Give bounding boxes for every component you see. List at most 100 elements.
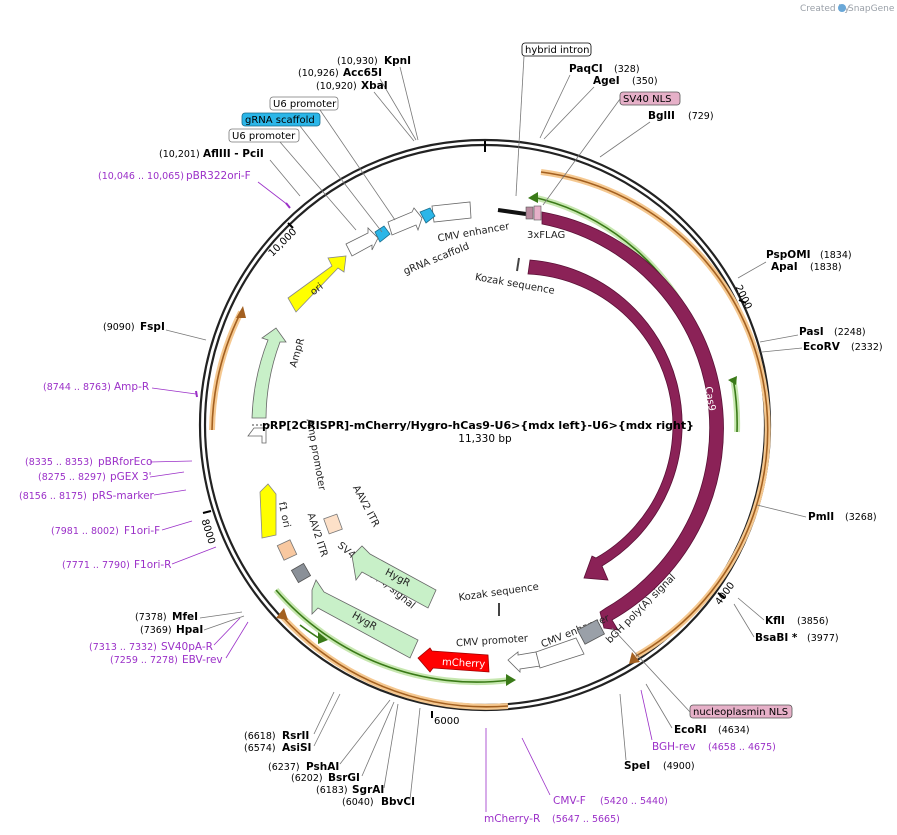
orf-arrow-head <box>236 306 246 318</box>
enzyme-label[interactable]: PaqCI (328) <box>569 63 640 75</box>
hygr-inner-arrow[interactable] <box>351 545 437 609</box>
primer-label[interactable]: (7981 .. 8002) F1ori-F <box>51 525 160 537</box>
svg-text:(5420 .. 5440): (5420 .. 5440) <box>600 796 668 807</box>
svg-text:(8275 .. 8297): (8275 .. 8297) <box>38 472 106 483</box>
enzyme-label[interactable]: (7369) HpaI <box>140 624 203 636</box>
primer-label[interactable]: (7259 .. 7278) EBV-rev <box>110 654 223 666</box>
primer-label[interactable]: (8744 .. 8763) Amp-R <box>43 381 149 393</box>
enzyme-label[interactable]: (10,920) XbaI <box>316 80 388 92</box>
grna-scaffold-arrow[interactable] <box>374 225 391 243</box>
svg-text:(6574): (6574) <box>244 743 276 754</box>
enzyme-label[interactable]: BglII (729) <box>648 110 714 122</box>
svg-text:mCherry-R: mCherry-R <box>484 813 540 825</box>
svg-text:PshAI: PshAI <box>306 761 339 773</box>
enzyme-label[interactable]: (10,926) Acc65I <box>298 67 382 79</box>
sv40-nls-segment <box>525 206 534 220</box>
svg-text:(7981 .. 8002): (7981 .. 8002) <box>51 526 119 537</box>
leader-line <box>619 693 627 761</box>
boxed-label-sv40-nls[interactable]: SV40 NLS <box>619 91 681 106</box>
svg-text:(10,920): (10,920) <box>316 81 357 92</box>
svg-text:(8156 .. 8175): (8156 .. 8175) <box>19 491 87 502</box>
leader-line <box>759 334 799 343</box>
enzyme-label[interactable]: (6183) SgrAI <box>316 784 384 796</box>
svg-text:(4658 .. 4675): (4658 .. 4675) <box>708 742 776 753</box>
enzyme-label[interactable]: ApaI (1838) <box>771 261 842 273</box>
primer-label[interactable]: CMV-F (5420 .. 5440) <box>553 795 668 807</box>
enzyme-label[interactable]: BsaBI * (3977) <box>755 632 839 644</box>
grna-scaffold-arrow[interactable] <box>419 207 436 224</box>
svg-text:(1834): (1834) <box>820 250 852 261</box>
primer-label[interactable]: (7771 .. 7790) F1ori-R <box>62 559 171 571</box>
cas9-outer-arrow[interactable] <box>541 211 724 631</box>
primer-label[interactable]: BGH-rev (4658 .. 4675) <box>652 741 776 753</box>
cmv-enhancer-box[interactable] <box>535 637 585 669</box>
amp-promoter-arrow[interactable] <box>247 427 267 444</box>
credit-text: Created by <box>800 4 850 14</box>
leader-line <box>542 98 621 206</box>
enzyme-label[interactable]: (6202) BsrGI <box>291 772 360 784</box>
enzyme-label[interactable]: KflI (3856) <box>765 615 829 627</box>
svg-text:EcoRI: EcoRI <box>674 724 707 736</box>
ori-arrow[interactable] <box>287 255 347 313</box>
primer-label[interactable]: (8156 .. 8175) pRS-marker <box>19 490 155 502</box>
cas9-inner-arrow[interactable] <box>527 259 683 581</box>
mcherry-arrow[interactable] <box>417 647 490 673</box>
f1-ori-arrow[interactable] <box>259 483 277 539</box>
enzyme-label[interactable]: (6618) RsrII <box>244 730 309 742</box>
cmv-promoter-arrow[interactable] <box>507 651 541 673</box>
aav2-itr-box[interactable] <box>276 539 298 561</box>
svg-text:(10,930): (10,930) <box>337 56 378 67</box>
enzyme-label[interactable]: EcoRI (4634) <box>674 724 750 736</box>
enzyme-label[interactable]: (6237) PshAI <box>268 761 339 773</box>
enzyme-label[interactable]: (6574) AsiSI <box>244 742 311 754</box>
primer-label[interactable]: (10,046 .. 10,065) pBR322ori-F <box>98 170 251 182</box>
enzyme-label[interactable]: AgeI (350) <box>593 75 658 87</box>
primer-label[interactable]: (8335 .. 8353) pBRforEco <box>25 456 152 468</box>
enzyme-label[interactable]: PspOMI (1834) <box>766 249 852 261</box>
svg-text:(7771 .. 7790): (7771 .. 7790) <box>62 560 130 571</box>
svg-text:RsrII: RsrII <box>282 730 309 742</box>
svg-text:PspOMI: PspOMI <box>766 249 811 261</box>
boxed-label-u6-promoter-top[interactable]: U6 promoter <box>269 96 339 111</box>
enzyme-label[interactable]: EcoRV (2332) <box>803 341 883 353</box>
svg-text:(7313 .. 7332): (7313 .. 7332) <box>89 642 157 653</box>
enzyme-label[interactable]: PasI (2248) <box>799 326 866 338</box>
leader-line <box>361 701 395 777</box>
aav2-itr-box[interactable] <box>323 513 343 535</box>
boxed-label-nucleoplasmin-nls[interactable]: nucleoplasmin NLS <box>689 704 793 719</box>
enzyme-label[interactable]: (7378) MfeI <box>135 611 198 623</box>
svg-text:KpnI: KpnI <box>384 55 411 67</box>
primer-label[interactable]: (8275 .. 8297) pGEX 3' <box>38 471 152 483</box>
svg-text:AsiSI: AsiSI <box>282 742 311 754</box>
primer-label[interactable]: mCherry-R (5647 .. 5665) <box>484 813 620 825</box>
boxed-label-grna-scaffold[interactable]: gRNA scaffold <box>241 112 321 127</box>
boxed-label-hybrid-intron[interactable]: hybrid intron <box>521 42 592 57</box>
svg-text:(7369): (7369) <box>140 625 172 636</box>
green-arrow-head <box>528 192 538 203</box>
svg-text:ApaI: ApaI <box>771 261 798 273</box>
enzyme-label[interactable]: (6040) BbvCI <box>342 796 415 808</box>
enzyme-label[interactable]: (9090) FspI <box>103 321 165 333</box>
hygr-outer-arrow[interactable] <box>311 579 419 659</box>
svg-text:EcoRV: EcoRV <box>803 341 841 353</box>
enzyme-label[interactable]: (10,930) KpnI <box>337 55 411 67</box>
enzyme-label[interactable]: SpeI (4900) <box>624 760 695 772</box>
u6-promoter-arrow[interactable] <box>345 227 379 257</box>
bgh-polya-box[interactable] <box>576 619 606 645</box>
primer-label[interactable]: (7313 .. 7332) SV40pA-R <box>89 641 213 653</box>
plasmid-length: 11,330 bp <box>458 433 512 445</box>
cmv-enhancer-box[interactable] <box>431 201 472 223</box>
primer-leader <box>225 621 249 659</box>
enzyme-label[interactable]: (10,201) AflIII - PciI <box>159 148 264 160</box>
enzyme-label[interactable]: PmlI (3268) <box>808 511 877 523</box>
svg-text:(4634): (4634) <box>718 725 750 736</box>
orf-arrow-head <box>276 608 288 620</box>
ampr-arrow[interactable] <box>251 327 287 419</box>
boxed-label-u6-promoter-left[interactable]: U6 promoter <box>228 128 300 143</box>
u6-promoter-arrow[interactable] <box>387 207 423 236</box>
primer-leader <box>151 387 197 395</box>
green-arrow-head <box>506 674 516 686</box>
svg-text:AgeI: AgeI <box>593 75 620 87</box>
svg-text:Amp-R: Amp-R <box>114 381 149 393</box>
sv40-polya-box[interactable] <box>290 562 312 584</box>
